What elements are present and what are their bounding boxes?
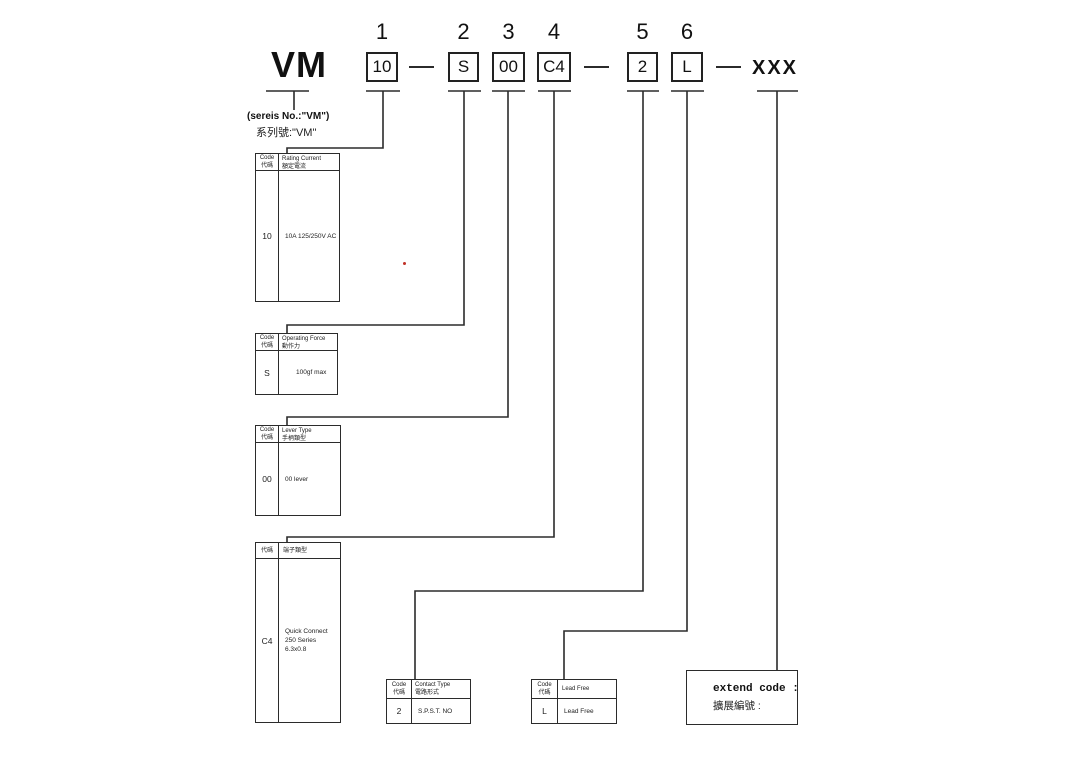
header-operating-force-en: Operating Force [282,336,326,342]
cell-code-value: C4 [256,559,279,722]
header-lead-free-en: Lead Free [562,686,590,692]
header-cell-code: Code 代碼 [387,680,412,699]
header-terminal-type-zh: 端子類型 [283,547,308,554]
header-code-zh: 代碼 [392,690,405,696]
header-code-en: Code [391,682,407,688]
extend-code-box: extend code : 擴展編號 : [686,670,799,725]
cell-rating-current-value: 10A 125/250V AC [279,171,339,301]
separator-dash-1 [409,66,434,68]
terminal-type-line-3: 6.3x0.8 [285,646,307,653]
header-contact-type-en: Contact Type [415,682,451,688]
header-cell-contact-type: Contact Type 電路形式 [412,680,470,699]
lead-free-text: Lead Free [564,707,594,715]
operating-force-text: 100gf max [296,369,327,376]
header-rating-current-zh: 額定電流 [282,164,307,170]
lever-type-text: 00 lever [285,475,309,483]
position-number-5: 5 [636,19,649,44]
connector-operating-force [286,90,481,333]
rating-current-text: 10A 125/250V AC [285,232,337,240]
connector-terminal-type [286,90,571,542]
series-note-en: (sereis No.:"VM") [247,111,330,122]
terminal-type-line-1: Quick Connect [285,628,328,635]
header-code-zh: 代碼 [260,163,273,169]
red-asterisk-marker [403,262,406,265]
suffix-label: XXX [752,57,799,79]
header-rating-current-en: Rating Current [282,156,322,162]
code-box-operating-force: S [448,52,479,82]
cell-lead-free-value: Lead Free [558,699,616,723]
connector-series [266,90,309,110]
table-rating-current: Code 代碼 Rating Current 額定電流 10 10A 125/2… [255,153,340,302]
header-code-en: Code [537,682,552,688]
header-operating-force-zh: 動作力 [282,344,301,350]
table-contact-type: Code 代碼 Contact Type 電路形式 2 S.P.S.T. NO [386,679,471,724]
connector-contact-type [414,90,659,679]
cell-lever-type-value: 00 lever [279,443,340,515]
cell-contact-type-value: S.P.S.T. NO [412,699,470,723]
extend-code-label-en: extend code : [713,683,799,695]
header-cell-lever-type: Lever Type 手柄類型 [279,426,340,443]
header-code-zh: 代碼 [260,547,273,554]
contact-type-text: S.P.S.T. NO [418,707,453,715]
separator-dash-2 [584,66,609,68]
header-lever-type-zh: 手柄類型 [282,436,307,442]
table-lever-type: Code 代碼 Lever Type 手柄類型 00 00 lever [255,425,341,516]
cell-code-value: 00 [256,443,279,515]
cell-operating-force-value: 100gf max [279,351,337,394]
connector-lead-free [563,90,704,679]
header-code-zh: 代碼 [260,435,273,441]
header-cell-code: Code 代碼 [256,154,279,171]
header-cell-code: Code 代碼 [532,680,558,699]
connector-rating-current [286,90,400,153]
cell-code-value: S [256,351,279,394]
terminal-type-line-2: 250 Series [285,637,317,644]
code-box-contact-type: 2 [627,52,658,82]
position-number-2: 2 [457,19,470,44]
table-terminal-type: 代碼 端子類型 C4 Quick Connect 250 Series 6.3x… [255,542,341,723]
header-lever-type-en: Lever Type [282,428,312,434]
header-cell-code: Code 代碼 [256,426,279,443]
header-code-en: Code [259,427,275,433]
code-box-terminal-type: C4 [537,52,571,82]
series-label: VM [271,44,327,85]
header-cell-code: 代碼 [256,543,279,559]
connector-lever-type [286,90,525,425]
header-cell-rating-current: Rating Current 額定電流 [279,154,339,171]
table-operating-force: Code 代碼 Operating Force 動作力 S 100gf max [255,333,338,395]
table-lead-free: Code 代碼 Lead Free L Lead Free [531,679,617,724]
series-note-zh: 系列號:"VM" [256,127,317,139]
code-box-lever-type: 00 [492,52,525,82]
cell-code-value: L [532,699,558,723]
header-code-en: Code [259,155,275,161]
position-number-4: 4 [547,19,561,44]
cell-terminal-type-value: Quick Connect 250 Series 6.3x0.8 [279,559,340,722]
position-number-3: 3 [502,19,515,44]
header-cell-code: Code 代碼 [256,334,279,351]
code-box-lead-free: L [671,52,703,82]
position-number-1: 1 [375,19,389,44]
cell-code-value: 10 [256,171,279,301]
header-contact-type-zh: 電路形式 [415,690,440,696]
code-box-rating-current: 10 [366,52,398,82]
extend-code-label-zh: 擴展編號 : [713,700,761,712]
separator-dash-3 [716,66,741,68]
cell-code-value: 2 [387,699,412,723]
header-cell-operating-force: Operating Force 動作力 [279,334,337,351]
header-code-en: Code [259,335,275,341]
header-cell-terminal-type: 端子類型 [279,543,340,559]
header-code-zh: 代碼 [260,343,273,349]
header-cell-lead-free: Lead Free [558,680,616,699]
header-code-zh: 代碼 [538,690,551,696]
position-number-6: 6 [680,19,694,44]
connector-extend-code [757,90,798,670]
